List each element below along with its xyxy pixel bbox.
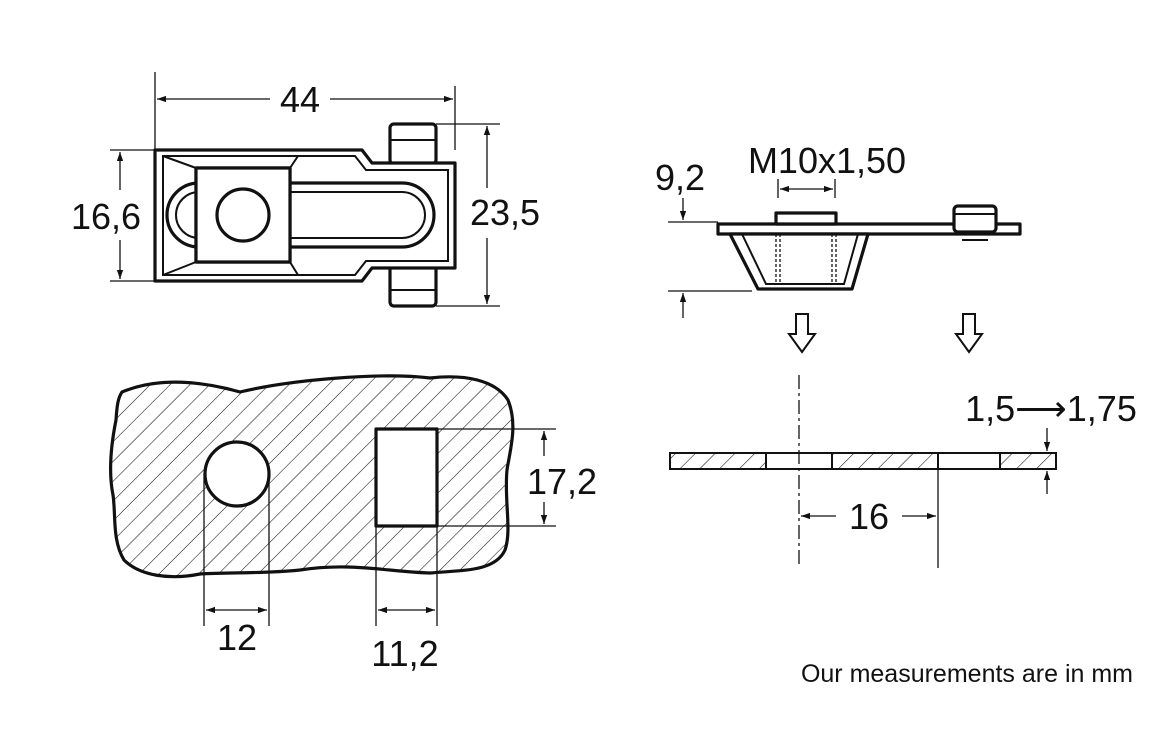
dim-thickness-label: 1,5⟶1,75 bbox=[965, 388, 1137, 429]
top-tab bbox=[388, 122, 438, 166]
dim-16-label: 16 bbox=[849, 496, 889, 537]
bottom-tab bbox=[388, 264, 438, 308]
dim-9-2-label: 9,2 bbox=[655, 157, 705, 198]
side-view: M10x1,50 9,2 bbox=[655, 140, 1022, 318]
thread-label: M10x1,50 bbox=[748, 140, 906, 181]
units-note: Our measurements are in mm bbox=[801, 660, 1133, 688]
dim-23-5-label: 23,5 bbox=[470, 192, 540, 233]
dim-16-6-label: 16,6 bbox=[71, 196, 141, 237]
dim-44-label: 44 bbox=[280, 79, 320, 120]
dim-11-2-label: 11,2 bbox=[371, 633, 438, 674]
side-tab bbox=[952, 204, 998, 234]
slot bbox=[165, 181, 436, 249]
dim-12-label: 12 bbox=[217, 617, 257, 658]
down-arrow-left bbox=[787, 313, 817, 354]
down-arrow-right bbox=[954, 313, 984, 354]
mounting-plate bbox=[109, 374, 515, 579]
mounting-plate-view: 12 11,2 17,2 bbox=[109, 374, 597, 674]
side-cup bbox=[728, 232, 870, 291]
dim-17-2-label: 17,2 bbox=[527, 461, 597, 502]
plate-slot bbox=[374, 427, 439, 528]
threaded-hole bbox=[215, 187, 271, 243]
strip-section: 16 1,5⟶1,75 bbox=[669, 375, 1137, 568]
plate-hole bbox=[203, 440, 271, 508]
top-view: 44 16,6 23,5 bbox=[71, 72, 540, 308]
